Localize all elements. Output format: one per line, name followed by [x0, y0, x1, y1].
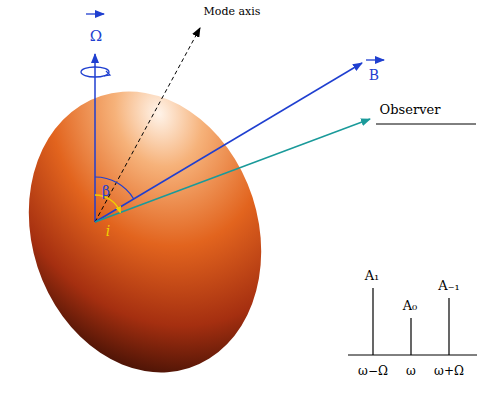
rotation-circle: [81, 67, 109, 77]
field-vector: [95, 63, 362, 222]
vector-label: B: [369, 68, 379, 83]
rotation-tick: [104, 71, 110, 76]
spectrum-peak: [448, 298, 449, 355]
spectrum-peak: [410, 318, 411, 355]
frequency-label: ω: [406, 365, 416, 378]
rotation-axis: [94, 54, 96, 222]
frequency-label: ω+Ω: [434, 365, 464, 378]
spectrum-peak: [372, 288, 373, 355]
angle-label: i: [106, 224, 110, 239]
frequency-label: ω−Ω: [358, 365, 388, 378]
angle-label: β: [102, 184, 110, 199]
mode-axis: [95, 28, 200, 222]
amplitude-label: A₋₁: [438, 279, 459, 293]
axis-label: Mode axis: [204, 6, 261, 18]
observer-label: Observer: [380, 103, 441, 117]
spectrum-baseline: [348, 355, 477, 356]
vector-label: Ω: [90, 28, 102, 45]
amplitude-label: A₁: [365, 269, 380, 283]
line-of-sight: [95, 119, 370, 222]
observer-underline: [376, 124, 476, 125]
vector-overarrow: [366, 59, 384, 60]
star: [0, 61, 297, 395]
amplitude-label: A₀: [403, 299, 418, 313]
vector-overarrow: [86, 13, 104, 14]
